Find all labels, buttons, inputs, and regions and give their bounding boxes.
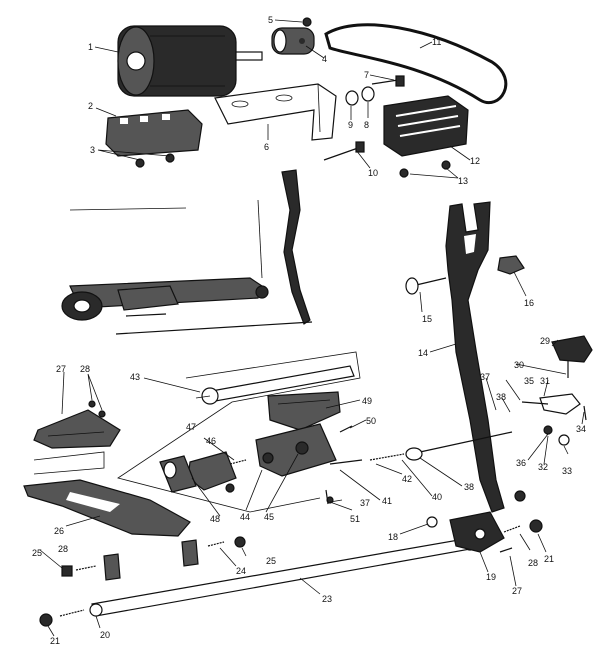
callout-34: 34 — [576, 424, 586, 434]
link-rod — [326, 431, 513, 504]
callout-30: 30 — [514, 360, 524, 370]
pedal-plates — [23, 400, 191, 537]
callout-28-top: 28 — [80, 364, 90, 374]
callout-2: 2 — [88, 101, 93, 111]
motor-bracket — [214, 83, 337, 141]
callout-48: 48 — [210, 514, 220, 524]
callout-49: 49 — [362, 396, 372, 406]
callout-labels: 1 2 3 4 5 6 7 8 9 10 11 12 13 14 15 16 1… — [32, 15, 586, 646]
callout-44: 44 — [240, 512, 250, 522]
callout-46: 46 — [206, 436, 216, 446]
knee-lever — [445, 201, 505, 513]
lower-rod-assembly — [89, 511, 505, 617]
callout-25-right: 25 — [266, 556, 276, 566]
callout-5: 5 — [268, 15, 273, 25]
motor — [117, 25, 263, 97]
callout-27-bottom: 27 — [512, 586, 522, 596]
callout-33: 33 — [562, 466, 572, 476]
callout-20: 20 — [100, 630, 110, 640]
leader-lines — [39, 19, 585, 637]
callout-10: 10 — [368, 168, 378, 178]
callout-11: 11 — [432, 37, 441, 47]
callout-35: 35 — [524, 376, 534, 386]
callout-19: 19 — [486, 572, 496, 582]
callout-24: 24 — [236, 566, 246, 576]
callout-28-right: 28 — [528, 558, 538, 568]
callout-8: 8 — [364, 120, 369, 130]
machine-linkage-assembly — [61, 169, 313, 335]
presser-lift-parts — [159, 391, 353, 505]
callout-42: 42 — [402, 474, 412, 484]
callout-1: 1 — [88, 42, 93, 52]
pivot-screw — [405, 255, 525, 295]
callout-21-right: 21 — [544, 554, 554, 564]
callout-47: 47 — [186, 422, 196, 432]
callout-36: 36 — [516, 458, 526, 468]
callout-15: 15 — [422, 314, 432, 324]
callout-13: 13 — [458, 176, 468, 186]
knob-and-latch — [521, 335, 593, 446]
callout-25-left: 25 — [32, 548, 42, 558]
callout-45: 45 — [264, 512, 274, 522]
callout-38-bottom: 38 — [464, 482, 474, 492]
callout-21-left: 21 — [50, 636, 60, 646]
callout-3: 3 — [90, 145, 95, 155]
callout-27-top: 27 — [56, 364, 66, 374]
callout-31: 31 — [540, 376, 550, 386]
callout-32: 32 — [538, 462, 548, 472]
callout-18: 18 — [388, 532, 398, 542]
callout-4: 4 — [322, 54, 327, 64]
callout-51: 51 — [350, 514, 360, 524]
callout-9: 9 — [348, 120, 353, 130]
callout-43: 43 — [130, 372, 140, 382]
drive-belt — [324, 23, 508, 104]
small-fasteners — [39, 490, 543, 627]
callout-40: 40 — [432, 492, 442, 502]
callout-37-bottom: 37 — [360, 498, 370, 508]
callout-50: 50 — [366, 416, 376, 426]
motor-end-cap — [105, 109, 203, 168]
callout-41: 41 — [382, 496, 392, 506]
callout-12: 12 — [470, 156, 480, 166]
callout-23: 23 — [322, 594, 332, 604]
pulley — [271, 17, 315, 55]
callout-7: 7 — [364, 70, 369, 80]
callout-38-top: 38 — [496, 392, 506, 402]
controller-block — [383, 95, 469, 178]
callout-28-left: 28 — [58, 544, 68, 554]
callout-29: 29 — [540, 336, 550, 346]
callout-16: 16 — [524, 298, 534, 308]
callout-14: 14 — [418, 348, 428, 358]
callout-6: 6 — [264, 142, 269, 152]
callout-37-top: 37 — [480, 372, 490, 382]
callout-26: 26 — [54, 526, 64, 536]
washers-and-screws — [323, 75, 405, 161]
